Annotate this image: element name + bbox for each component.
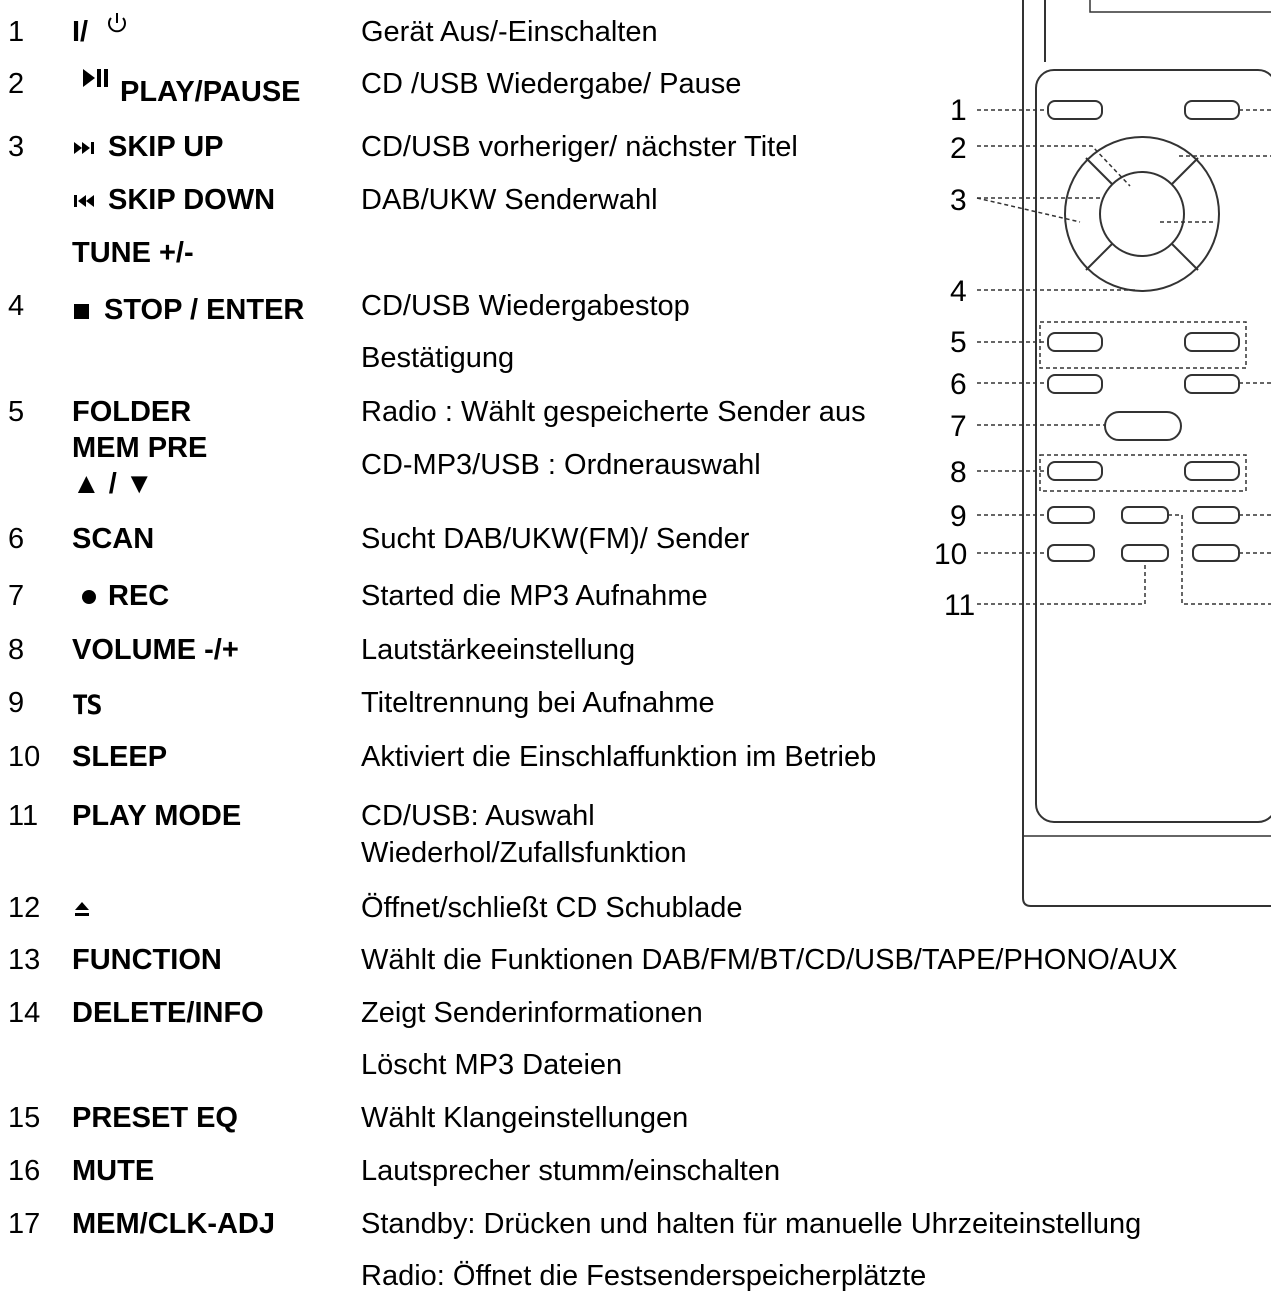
item-desc-9: Titeltrennung bei Aufnahme	[361, 687, 715, 719]
record-icon	[82, 590, 96, 605]
item-desc-6: Sucht DAB/UKW(FM)/ Sender	[361, 523, 750, 555]
item-label-scan: SCAN	[72, 523, 155, 555]
item-desc-8: Lautstärkeeinstellung	[361, 634, 636, 666]
item-label-play-pause: PLAY/PAUSE	[72, 69, 301, 109]
item-label-stop-enter: STOP / ENTER	[72, 293, 304, 327]
callout-10: 10	[934, 538, 967, 571]
item-number-8: 8	[8, 634, 25, 666]
item-number-13: 13	[8, 944, 41, 976]
item-label-folder: FOLDER	[72, 396, 192, 428]
callout-9: 9	[950, 500, 967, 533]
item-desc-15: Wählt Klangeinstellungen	[361, 1102, 689, 1134]
item-number-16: 16	[8, 1155, 41, 1187]
callout-2: 2	[950, 132, 967, 165]
item-desc-4b: Bestätigung	[361, 342, 515, 374]
item-number-2: 2	[8, 68, 25, 100]
item-number-12: 12	[8, 892, 41, 924]
item-label-function: FUNCTION	[72, 944, 222, 976]
item-number-4: 4	[8, 290, 25, 322]
item-label-mem-pre: MEM PRE	[72, 432, 208, 464]
item-number-11: 11	[8, 800, 39, 832]
item-desc-13: Wählt die Funktionen DAB/FM/BT/CD/USB/TA…	[361, 944, 1178, 976]
play-pause-icon	[83, 69, 108, 87]
item-label-eject	[72, 891, 92, 925]
item-number-7: 7	[8, 580, 25, 612]
item-desc-5b: CD-MP3/USB : Ordnerauswahl	[361, 449, 761, 481]
item-desc-16: Lautsprecher stumm/einschalten	[361, 1155, 781, 1187]
item-number-15: 15	[8, 1102, 41, 1134]
item-label-preset-eq: PRESET EQ	[72, 1102, 238, 1134]
item-label-delete-info: DELETE/INFO	[72, 997, 264, 1029]
item-label-power: I/	[72, 13, 130, 49]
item-desc-10: Aktiviert die Einschlaffunktion im Betri…	[361, 741, 877, 773]
item-number-6: 6	[8, 523, 25, 555]
item-number-9: 9	[8, 687, 25, 719]
item-desc-12: Öffnet/schließt CD Schublade	[361, 892, 743, 924]
item-label-mem-clk-adj: MEM/CLK-ADJ	[72, 1208, 275, 1240]
item-number-10: 10	[8, 741, 41, 773]
eject-icon	[75, 902, 89, 917]
item-label-skip-up: SKIP UP	[72, 130, 224, 164]
item-desc-11: CD/USB: Auswahl	[361, 800, 595, 832]
item-desc-14: Zeigt Senderinformationen	[361, 997, 703, 1029]
item-label-track-split: TS	[72, 690, 102, 721]
stop-icon	[74, 304, 89, 320]
item-desc-14b: Löscht MP3 Dateien	[361, 1049, 623, 1081]
item-label-play-mode: PLAY MODE	[72, 800, 242, 832]
callout-7: 7	[950, 410, 967, 443]
item-desc-5: Radio : Wählt gespeicherte Sender aus	[361, 396, 866, 428]
item-label-tune: TUNE +/-	[72, 237, 194, 269]
item-number-5: 5	[8, 396, 25, 428]
item-desc-11b: Wiederhol/Zufallsfunktion	[361, 837, 687, 869]
power-icon	[108, 13, 127, 33]
item-number-3: 3	[8, 131, 25, 163]
item-desc-4: CD/USB Wiedergabestop	[361, 290, 690, 322]
item-label-volume: VOLUME -/+	[72, 634, 239, 666]
callout-11: 11	[944, 589, 975, 622]
item-label-rec: REC	[72, 579, 169, 613]
item-label-mute: MUTE	[72, 1155, 155, 1187]
callout-5: 5	[950, 326, 967, 359]
callout-1: 1	[950, 94, 967, 127]
skip-next-icon	[74, 142, 94, 155]
item-desc-1: Gerät Aus/-Einschalten	[361, 16, 658, 48]
item-number-17: 17	[8, 1208, 41, 1240]
remote-control-illustration: 1 2 3 4 5 6 7 8 9 10 11	[934, 0, 1271, 907]
item-desc-17: Standby: Drücken und halten für manuelle…	[361, 1208, 1142, 1240]
skip-previous-icon	[74, 195, 94, 208]
item-number-1: 1	[8, 16, 25, 48]
item-desc-7: Started die MP3 Aufnahme	[361, 580, 708, 612]
callout-6: 6	[950, 368, 967, 401]
item-label-arrows: ▲ / ▼	[72, 468, 154, 500]
item-desc-2: CD /USB Wiedergabe/ Pause	[361, 68, 742, 100]
callout-3: 3	[950, 184, 967, 217]
callout-8: 8	[950, 456, 967, 489]
callout-4: 4	[950, 275, 967, 308]
item-desc-3: CD/USB vorheriger/ nächster Titel	[361, 131, 798, 163]
item-label-skip-down: SKIP DOWN	[72, 183, 275, 217]
item-label-sleep: SLEEP	[72, 741, 168, 773]
item-desc-3b: DAB/UKW Senderwahl	[361, 184, 658, 216]
item-desc-17b: Radio: Öffnet die Festsenderspeicherplät…	[361, 1260, 927, 1292]
item-number-14: 14	[8, 997, 41, 1029]
